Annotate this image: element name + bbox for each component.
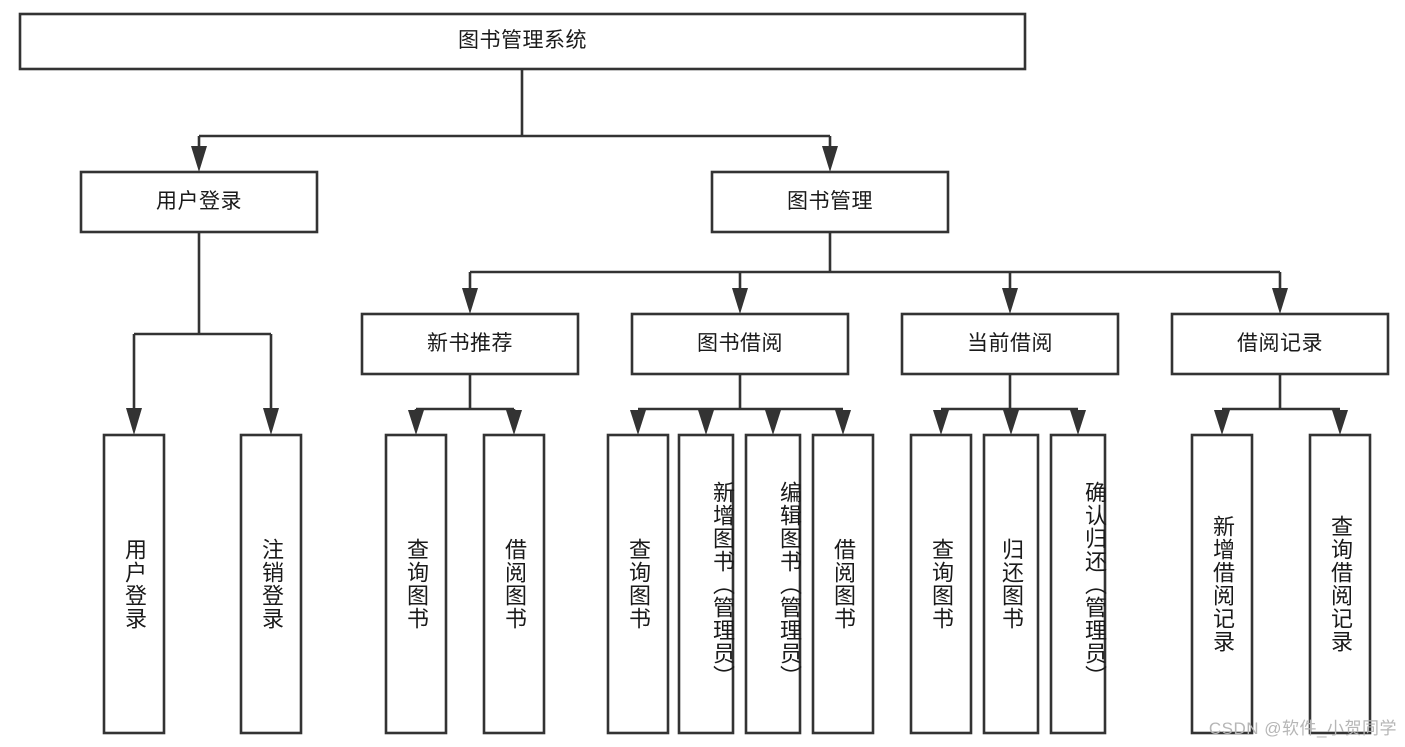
csdn-watermark: CSDN @软件_小贺同学 xyxy=(1208,719,1397,738)
arrowhead-leaf-add-book xyxy=(698,410,714,435)
box-leaf-add-record[interactable] xyxy=(1190,433,1254,735)
arrowhead-leaf-borrow-book-2 xyxy=(835,410,851,435)
box-leaf-add-book[interactable] xyxy=(677,433,735,735)
arrowhead-book-borrow xyxy=(732,288,748,314)
connectors-bookmanage-to-level3 xyxy=(462,232,1288,314)
arrowhead-leaf-logout xyxy=(263,408,279,435)
arrowhead-borrow-record xyxy=(1272,288,1288,314)
box-book-borrow[interactable] xyxy=(630,312,850,376)
connectors-root-to-level2 xyxy=(191,69,838,172)
arrowhead-leaf-query-book-2 xyxy=(630,410,646,435)
connectors-newbookrec-to-leaves xyxy=(408,374,522,435)
box-leaf-borrow-book-1[interactable] xyxy=(482,433,546,735)
arrowhead-leaf-confirm-return xyxy=(1070,410,1086,435)
arrowhead-leaf-user-login xyxy=(126,408,142,435)
box-leaf-edit-book[interactable] xyxy=(744,433,802,735)
arrowhead-current-borrow xyxy=(1002,288,1018,314)
connectors-currentborrow-to-leaves xyxy=(933,374,1086,435)
box-leaf-query-book-3[interactable] xyxy=(909,433,973,735)
arrowhead-leaf-query-record xyxy=(1332,410,1348,435)
box-root[interactable] xyxy=(18,12,1027,71)
box-leaf-logout[interactable] xyxy=(239,433,303,735)
box-leaf-confirm-return[interactable] xyxy=(1049,433,1107,735)
node-boxes xyxy=(18,12,1390,735)
arrowhead-new-book-rec xyxy=(462,288,478,314)
box-leaf-query-book-2[interactable] xyxy=(606,433,670,735)
arrowhead-leaf-query-book-3 xyxy=(933,410,949,435)
arrowhead-book-manage xyxy=(822,146,838,172)
box-borrow-record[interactable] xyxy=(1170,312,1390,376)
arrowhead-leaf-edit-book xyxy=(765,410,781,435)
box-leaf-query-book-1[interactable] xyxy=(384,433,448,735)
box-book-manage[interactable] xyxy=(710,170,950,234)
box-user-login[interactable] xyxy=(79,170,319,234)
box-new-book-rec[interactable] xyxy=(360,312,580,376)
box-leaf-return-book[interactable] xyxy=(982,433,1040,735)
box-leaf-borrow-book-2[interactable] xyxy=(811,433,875,735)
connectors-userlogin-to-leaves xyxy=(126,232,279,435)
box-current-borrow[interactable] xyxy=(900,312,1120,376)
connectors-borrowrecord-to-leaves xyxy=(1214,374,1348,435)
arrowhead-leaf-add-record xyxy=(1214,410,1230,435)
arrowhead-leaf-return-book xyxy=(1003,410,1019,435)
box-leaf-query-record[interactable] xyxy=(1308,433,1372,735)
box-leaf-user-login[interactable] xyxy=(102,433,166,735)
arrowhead-leaf-query-book-1 xyxy=(408,410,424,435)
connectors-bookborrow-to-leaves xyxy=(630,374,851,435)
arrowhead-user-login xyxy=(191,146,207,172)
arrowhead-leaf-borrow-book-1 xyxy=(506,410,522,435)
